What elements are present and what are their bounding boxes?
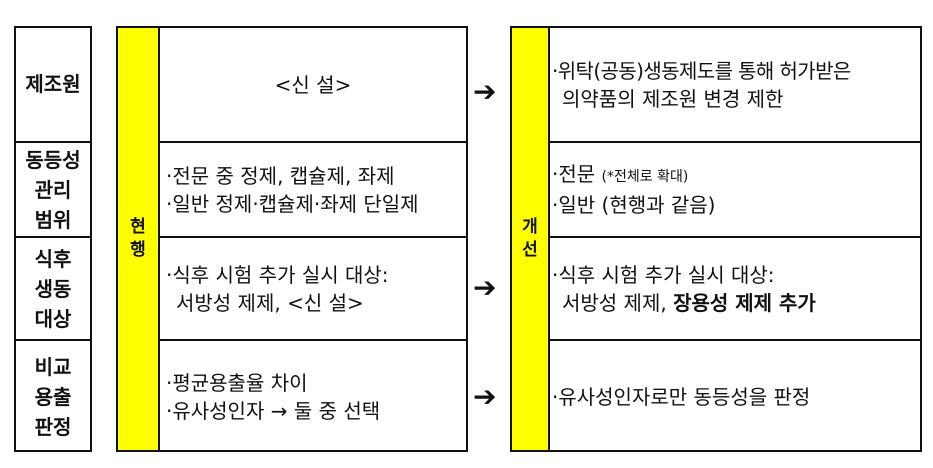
row-label-text: 식후 생동 대상 [34,246,72,331]
row-label-dissolution: 비교 용출 판정 [18,341,88,452]
improved-fed-line: 서방성 제제, 장용성 제제 추가 [552,289,816,317]
divider [14,141,92,143]
current-fed-line: ·식후 시험 추가 실시 대상: [166,262,389,287]
current-scope-line: ·일반 정제·캡슐제·좌제 단일제 [166,191,419,216]
current-scope-line: ·전문 중 정제, 캡슐제, 좌제 [166,163,395,188]
improved-scope-note: (*전체로 확대) [601,169,689,185]
row-label-equivalence-scope: 동등성 관리 범위 [18,143,88,236]
improved-scope-line: ·일반 (현행과 같음) [552,193,716,217]
divider [14,339,92,341]
divider [158,141,468,143]
divider [548,141,922,143]
arrow-right-icon: ➔ [473,380,497,413]
improved-manufacturer-line: 의약품의 제조원 변경 제한 [562,86,784,111]
divider [548,339,922,341]
improved-scope-main: ·전문 [552,162,602,186]
current-header: 현 행 [116,26,160,452]
improved-header: 개 선 [510,26,550,452]
row-label-manufacturer: 제조원 [25,71,81,96]
current-manufacturer-cell: <신 설> [160,28,466,141]
current-fed-cell: ·식후 시험 추가 실시 대상: 서방성 제제, <신 설> [160,238,466,339]
row-label-column [14,26,92,452]
arrow-right-icon: ➔ [473,75,497,108]
divider [548,236,922,238]
divider [14,236,92,238]
current-fed-line: 서방성 제제, <신 설> [176,290,364,315]
improved-fed-bold: 장용성 제제 추가 [673,290,816,315]
improved-fed-normal: 서방성 제제, [562,290,674,315]
improved-fed-line: ·식후 시험 추가 실시 대상: [552,262,775,287]
improved-manufacturer-cell: ·위탁(공동)생동제도를 통해 허가받은 의약품의 제조원 변경 제한 [550,28,920,141]
current-scope-cell: ·전문 중 정제, 캡슐제, 좌제 ·일반 정제·캡슐제·좌제 단일제 [160,143,466,236]
current-dissolution-line: ·유사성인자 → 둘 중 선택 [166,398,381,423]
divider [158,236,468,238]
arrow-right-icon: ➔ [473,271,497,304]
improved-dissolution-text: ·유사성인자로만 동등성을 판정 [552,384,811,409]
divider [158,339,468,341]
improved-manufacturer-line: ·위탁(공동)생동제도를 통해 허가받은 [552,58,851,83]
row-label-text: 동등성 관리 범위 [25,147,81,232]
improved-fed-cell: ·식후 시험 추가 실시 대상: 서방성 제제, 장용성 제제 추가 [550,238,920,339]
improved-table [548,26,922,452]
row-label-fed-study: 식후 생동 대상 [18,238,88,339]
current-table [158,26,468,452]
improved-scope-cell: ·전문 (*전체로 확대) ·일반 (현행과 같음) [550,143,920,236]
current-dissolution-cell: ·평균용출율 차이 ·유사성인자 → 둘 중 선택 [160,341,466,452]
improved-header-text: 개 선 [522,217,538,260]
row-label-text: 비교 용출 판정 [34,354,72,439]
improved-scope-line: ·전문 (*전체로 확대) [552,160,715,191]
current-dissolution-line: ·평균용출율 차이 [166,370,308,395]
improved-dissolution-cell: ·유사성인자로만 동등성을 판정 [550,341,920,452]
current-header-text: 현 행 [130,217,146,260]
current-manufacturer-text: <신 설> [274,72,352,97]
